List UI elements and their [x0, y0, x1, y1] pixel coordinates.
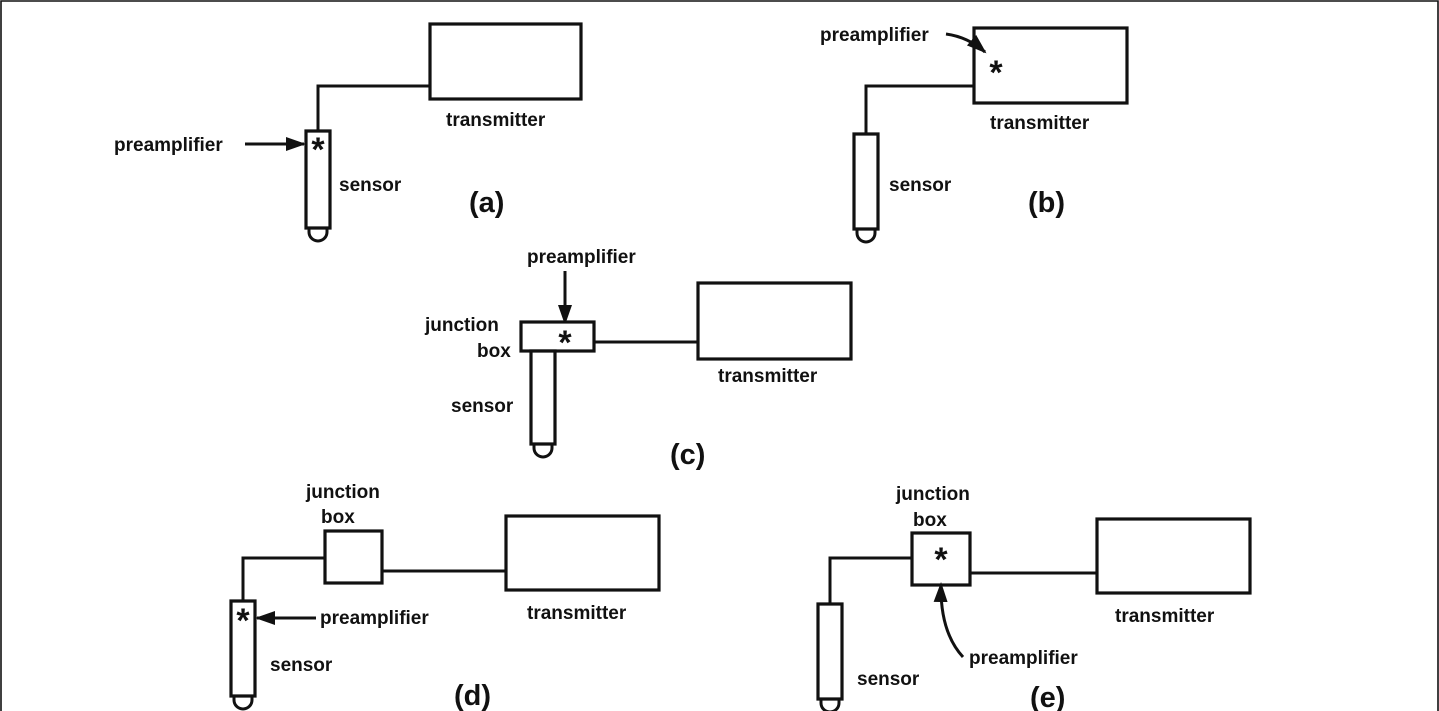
- junction-box: [910, 531, 972, 587]
- junction-label-line1: junction: [305, 482, 380, 503]
- junction-label-line2: box: [913, 510, 947, 531]
- preamplifier-label: preamplifier: [527, 247, 636, 268]
- preamplifier-marker: *: [236, 602, 250, 640]
- preamplifier-arrow: [933, 582, 965, 659]
- preamplifier-label: preamplifier: [820, 25, 929, 46]
- sensor-tip: [855, 229, 877, 244]
- panel-caption: (b): [1028, 187, 1065, 219]
- preamplifier-marker: *: [934, 541, 948, 579]
- panel-d: junction box * preamplifier sensor trans…: [229, 482, 661, 711]
- transmitter-box: [696, 281, 853, 361]
- junction-label-line1: junction: [895, 484, 970, 505]
- preamplifier-label: preamplifier: [969, 648, 1078, 669]
- sensor-probe: [304, 129, 332, 230]
- panel-b: * preamplifier sensor transmitter (b): [820, 25, 1129, 244]
- sensor-tip: [232, 696, 254, 711]
- junction-box: [519, 320, 596, 353]
- sensor-probe: [852, 132, 880, 231]
- panel-a: * preamplifier sensor transmitter (a): [114, 22, 583, 243]
- transmitter-label: transmitter: [718, 366, 818, 387]
- sensor-probe: [816, 602, 844, 701]
- transmitter-label: transmitter: [527, 603, 627, 624]
- sensor-tip: [532, 444, 554, 459]
- preamplifier-arrow: [945, 32, 987, 54]
- panel-caption: (a): [469, 187, 504, 219]
- sensor-label: sensor: [339, 175, 402, 196]
- sensor-label: sensor: [270, 655, 333, 676]
- panel-caption: (d): [454, 680, 491, 711]
- preamplifier-marker: *: [558, 324, 572, 362]
- transmitter-label: transmitter: [446, 110, 546, 131]
- preamplifier-marker: *: [989, 54, 1003, 92]
- transmitter-box: [972, 26, 1129, 105]
- sensor-probe: [229, 599, 257, 698]
- cable: [316, 84, 430, 131]
- preamplifier-label: preamplifier: [114, 135, 223, 156]
- sensor-label: sensor: [451, 396, 514, 417]
- sensor-tip: [819, 699, 841, 711]
- junction-label-line2: box: [477, 341, 511, 362]
- preamplifier-marker: *: [311, 131, 325, 169]
- sensor-cable: [828, 556, 912, 604]
- cable: [864, 84, 974, 134]
- sensor-tip: [307, 228, 329, 243]
- sensor-label: sensor: [857, 669, 920, 690]
- sensor-probe: [529, 349, 557, 446]
- junction-label-line2: box: [321, 507, 355, 528]
- junction-label-line1: junction: [424, 315, 499, 336]
- preamplifier-label: preamplifier: [320, 608, 429, 629]
- transmitter-box: [1095, 517, 1252, 595]
- junction-box: [323, 529, 384, 585]
- panel-c: preamplifier * junction box sensor trans…: [424, 247, 853, 471]
- sensor-cable: [241, 556, 325, 601]
- panel-e: junction box * preamplifier sensor trans…: [816, 484, 1252, 711]
- transmitter-box: [428, 22, 583, 101]
- transmitter-label: transmitter: [990, 113, 1090, 134]
- panel-caption: (e): [1030, 682, 1065, 711]
- panel-caption: (c): [670, 439, 705, 471]
- transmitter-box: [504, 514, 661, 592]
- sensor-label: sensor: [889, 175, 952, 196]
- transmitter-label: transmitter: [1115, 606, 1215, 627]
